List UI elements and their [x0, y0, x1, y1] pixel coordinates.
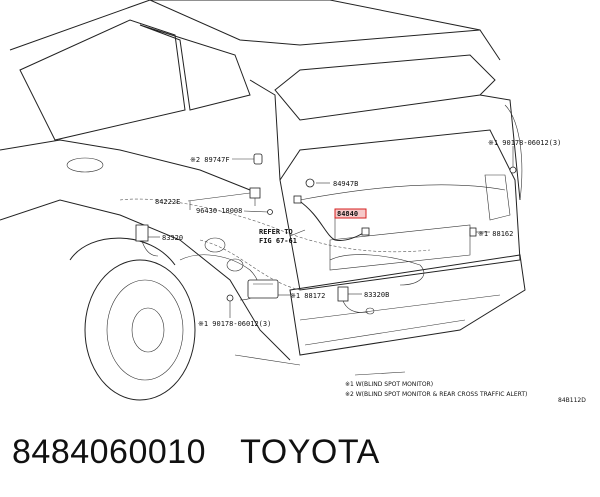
callout-84840: 84840 [337, 210, 358, 218]
refer-note-line1: REFER TO [259, 228, 293, 236]
callout-90178-bottom: ※1 90178-06012(3) [198, 320, 271, 328]
callout-84947B: 84947B [333, 180, 358, 188]
part-90178-top-icon [509, 166, 517, 174]
callout-88172: ※1 88172 [290, 292, 325, 300]
parts-diagram: ※2 89747F 84947B ※1 90178-06012(3) 84222… [0, 0, 586, 404]
callout-89747F: ※2 89747F [190, 156, 230, 164]
part-96430-icon [267, 209, 273, 215]
part-90178-bottom-icon [226, 294, 234, 302]
part-84947B-icon [305, 178, 315, 188]
callout-84222E: 84222E [155, 198, 180, 206]
part-88162-icon [469, 227, 477, 237]
part-83320-sensor-icon [135, 224, 159, 257]
part-number: 8484060010 [12, 433, 207, 471]
part-88172-module-icon [247, 279, 279, 299]
vehicle-outline [0, 0, 526, 401]
part-84222E-icon [249, 187, 261, 206]
footnote-1: ※1 W(BLIND SPOT MONITOR) [345, 381, 433, 388]
footer: 8484060010 TOYOTA [12, 433, 380, 472]
callout-88162: ※1 88162 [478, 230, 513, 238]
figure-code: 84B112D [558, 397, 586, 404]
leader-lines [148, 146, 514, 318]
callout-83320B: 83320B [364, 291, 389, 299]
brand-name: TOYOTA [240, 433, 380, 471]
callout-90178-top: ※1 90178-06012(3) [488, 139, 561, 147]
callout-84840-highlight [334, 208, 367, 219]
footnote-2: ※2 W(BLIND SPOT MONITOR & REAR CROSS TRA… [345, 391, 527, 398]
part-89747F-icon [253, 153, 263, 165]
callout-96430: 96430-18008 [196, 207, 242, 215]
refer-note-line2: FIG 67-61 [259, 237, 297, 245]
callout-83320: 83320 [162, 234, 183, 242]
